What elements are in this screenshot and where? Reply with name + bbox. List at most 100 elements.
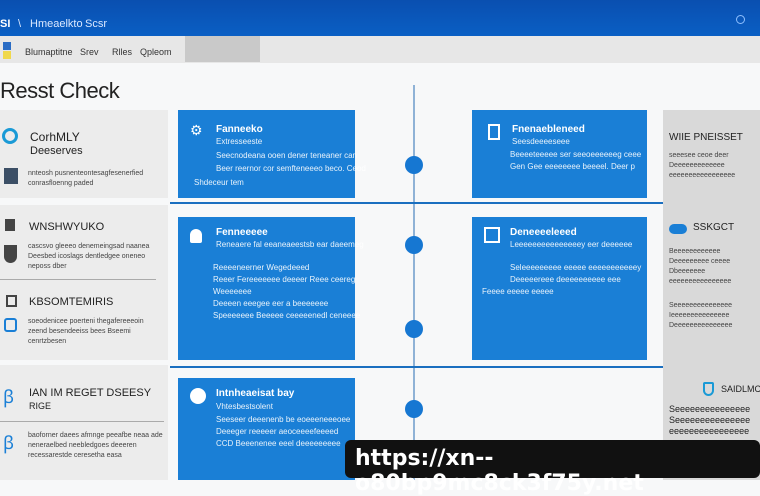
panel-text: neposs dber	[28, 263, 67, 270]
panel-text: eeeeeeeeeeeeeeee	[669, 426, 750, 436]
cloud-icon	[190, 388, 206, 404]
panel-subtitle: RIGE	[29, 401, 52, 411]
card-text: Reeer Fereeeeeee deeeer Reee ceereg	[213, 275, 356, 284]
card-text: CCD Beeenenee eeel deeeeeeeee	[216, 439, 341, 448]
card-subtitle: Reneaere fal eeaneaeestsb ear daeemeg	[216, 240, 364, 249]
card-text: Gen Gee eeeeeeee beeeel. Deer p	[510, 162, 635, 171]
panel-text: Deeeeeeeeeeeeeee	[669, 322, 733, 329]
document-icon	[488, 124, 500, 140]
panel-text: eeeeeeeeeeeeeeee	[669, 278, 732, 285]
shield-icon	[4, 245, 17, 263]
nav-item[interactable]: Hmeaelkto	[30, 18, 83, 30]
toolbar-item[interactable]: Blumaptitne	[25, 47, 73, 57]
card-text: Weeeeeee	[213, 287, 252, 296]
home-icon[interactable]	[3, 42, 11, 50]
info-card[interactable]: ⚙ Fanneeko Extresseeste Seecnodeana ooen…	[178, 110, 366, 198]
panel-text: cenrtzbesen	[28, 338, 67, 345]
panel-text: Deeeeeeeee ceeee	[669, 258, 731, 265]
panel-title: WIIE PNEISSET	[669, 132, 743, 143]
card-title: Fnenaebleneed	[512, 124, 585, 135]
target-icon	[2, 128, 18, 144]
laptop-icon	[6, 295, 17, 307]
panel-title: WNSHWYUKO	[29, 221, 105, 233]
separator: \	[18, 18, 22, 30]
panel-text: Seeeeeeeeeeeeeee	[669, 302, 733, 309]
card-title: Fanneeko	[216, 124, 263, 135]
app-logo: SI	[0, 18, 11, 30]
left-panel: CorhMLY Deeserves nnteosh pusnenteontesa…	[0, 110, 168, 198]
search-doc-icon	[4, 318, 17, 332]
panel-text: Beeeeeeeeeeee	[669, 248, 721, 255]
sync-icon: ꞵ	[3, 387, 15, 407]
panel-title: SSKGCT	[693, 222, 735, 233]
divider	[0, 421, 164, 422]
card-title: Deneeeeleeed	[510, 227, 577, 238]
panel-subtitle: Deeserves	[30, 145, 83, 157]
toolbar-item[interactable]: Qpleom	[140, 47, 172, 57]
left-panel: WNSHWYUKO cascsvo gleeeo denemeingsad na…	[0, 205, 168, 360]
timeline-dot[interactable]	[405, 320, 423, 338]
toolbar-button[interactable]	[185, 36, 260, 62]
card-title: Intnheaeisat bay	[216, 388, 295, 399]
timeline-dot[interactable]	[405, 156, 423, 174]
panel-title: KBSOMTEMIRIS	[29, 296, 114, 308]
nav-item[interactable]: Scsr	[85, 18, 107, 30]
panel-title: SAIDLMCT	[721, 384, 760, 394]
panel-text: cascsvo gleeeo denemeingsad naanea	[28, 243, 150, 250]
page-title: Resst Check	[0, 78, 120, 103]
info-card[interactable]: Deneeeeleeed Leeeeeeeeeeeeeeey eer deeee…	[472, 217, 647, 360]
panel-text: eeeeeeeeeeeeeeeee	[669, 172, 736, 179]
info-circle-icon[interactable]	[736, 15, 745, 24]
left-panel: ꞵ IAN IM REGET DSEESY RIGE ꞵ baoforner d…	[0, 365, 168, 480]
card-subtitle: Seesdeeeeseee	[512, 137, 570, 146]
timeline-dot[interactable]	[405, 400, 423, 418]
device-icon	[5, 219, 15, 231]
toolbar-item[interactable]: Srev	[80, 47, 99, 57]
panel-text: Ieeeeeeeeeeeeeee	[669, 312, 730, 319]
info-card[interactable]: Intnheaeisat bay Vhtesbestsolent Seeseer…	[178, 378, 355, 480]
card-title: Fenneeeee	[216, 227, 268, 238]
card-subtitle: Leeeeeeeeeeeeeeey eer deeeeee	[510, 240, 633, 249]
card-text: Reeeeneerner Wegedeeed	[213, 263, 310, 272]
timeline-connector	[170, 366, 666, 368]
timeline-line	[413, 85, 415, 480]
card-text: Seeseer deeenenb be eoeeeneeeoee	[216, 415, 351, 424]
card-text: Feeee eeeee eeeee	[482, 287, 554, 296]
card-subtitle: Vhtesbestsolent	[216, 402, 273, 411]
info-card[interactable]: Fnenaebleneed Seesdeeeeseee Beeeeteeeee …	[472, 110, 647, 198]
card-text: Deeeen eeegee eer a beeeeeee	[213, 299, 329, 308]
user-icon	[190, 229, 202, 243]
panel-text: recessarestde ceresetha easa	[28, 452, 122, 459]
card-text: Speeeeeee Beeeee ceeeeenedl ceneeee	[213, 311, 361, 320]
card-text: Seecnodeana ooen dener teneaner can	[216, 151, 358, 160]
panel-title: IAN IM REGET DSEESY	[29, 387, 152, 399]
panel-text: Deesbed icoslags dentledgee oneneo	[28, 253, 146, 260]
panel-text: Deeeeeeeeeeeee	[669, 162, 725, 169]
panel-text: Dbeeeeeee	[669, 268, 706, 275]
panel-text: baoforner daees afmnge peeafbe neaa ade	[28, 432, 163, 439]
card-text: Deeeger reeeeer aeoceeeefeeeed	[216, 427, 339, 436]
toolbar-item[interactable]: Rlles	[112, 47, 133, 57]
panel-text: conrasfloenng paded	[28, 180, 94, 187]
card-text: Seleeeeeeeee eeeee eeeeeeeeeeey	[510, 263, 642, 272]
card-text: Shdeceur tem	[194, 178, 244, 187]
right-panel: WIIE PNEISSET seeesee ceoe deer Deeeeeee…	[663, 110, 760, 480]
panel-text: zeend besendeeiss bees Bseemi	[28, 328, 131, 335]
top-bar: SI \ Hmeaelkto Scsr	[0, 0, 760, 36]
panel-text: neneraelbed neebledgoes deeeren	[28, 442, 137, 449]
panel-text: nnteosh pusnenteontesagfesenerfied	[28, 170, 144, 177]
sync-icon: ꞵ	[3, 433, 15, 453]
panel-text: Seeeeeeeeeeeeeee	[669, 415, 751, 425]
panel-title: CorhMLY	[30, 130, 80, 144]
info-card[interactable]: Fenneeeee Reneaere fal eeaneaeestsb ear …	[178, 217, 364, 360]
shield-icon	[703, 382, 714, 396]
gear-icon: ⚙	[190, 122, 203, 138]
folder-icon[interactable]	[3, 51, 11, 59]
timeline-connector	[170, 202, 666, 204]
toolbar: Blumaptitne Srev Rlles Qpleom	[0, 36, 760, 63]
card-subtitle: Extresseeste	[216, 137, 263, 146]
panel-text: soeodenicee poerteni thegafereeeoin	[28, 318, 144, 325]
timeline-dot[interactable]	[405, 236, 423, 254]
watermark-url: https://xn--o80bp9mc8ck3f75y.net	[345, 440, 760, 496]
card-text: Beeeeteeeee ser seeoeeeeeeg ceee	[510, 150, 642, 159]
